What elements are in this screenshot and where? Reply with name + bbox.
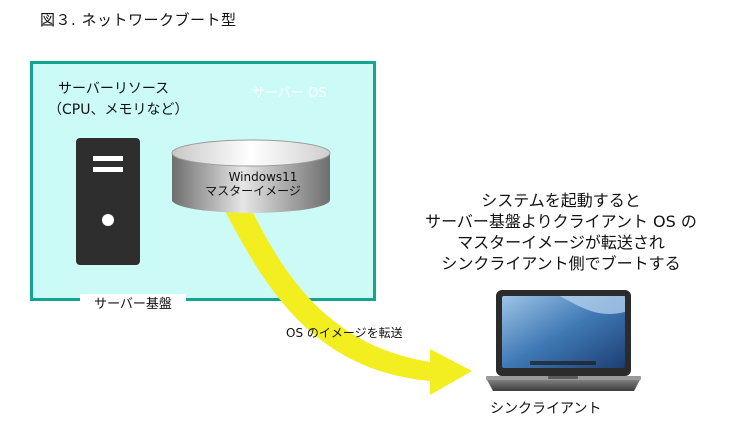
server-base-label: サーバー基盤: [80, 294, 186, 316]
disk-label-line2: マスターイメージ: [205, 184, 301, 198]
figure-title: 図３. ネットワークブート型: [40, 11, 237, 29]
server-tower-icon: [76, 138, 140, 265]
boot-explanation-line1: システムを起動すると: [481, 191, 641, 210]
boot-explanation-line2: サーバー基盤よりクライアント OS の: [425, 212, 697, 231]
thin-client-laptop-icon: [486, 290, 641, 391]
boot-explanation-line4: シンクライアント側でブートする: [441, 254, 681, 273]
server-resources-label: サーバーリソース: [58, 81, 170, 97]
thin-client-label: シンクライアント: [490, 401, 602, 417]
master-image-disk-icon: Windows11 マスターイメージ: [171, 139, 331, 213]
boot-explanation-line3: マスターイメージが転送され: [457, 233, 665, 252]
transfer-label: OS のイメージを転送: [286, 326, 403, 340]
transfer-arrow: [222, 198, 472, 395]
server-os-label: サーバー OS: [252, 86, 327, 101]
server-resources-detail: （CPU、メモリなど）: [48, 102, 189, 118]
disk-label-line1: Windows11: [229, 170, 298, 184]
boot-explanation: システムを起動すると サーバー基盤よりクライアント OS の マスターイメージが…: [396, 190, 726, 274]
